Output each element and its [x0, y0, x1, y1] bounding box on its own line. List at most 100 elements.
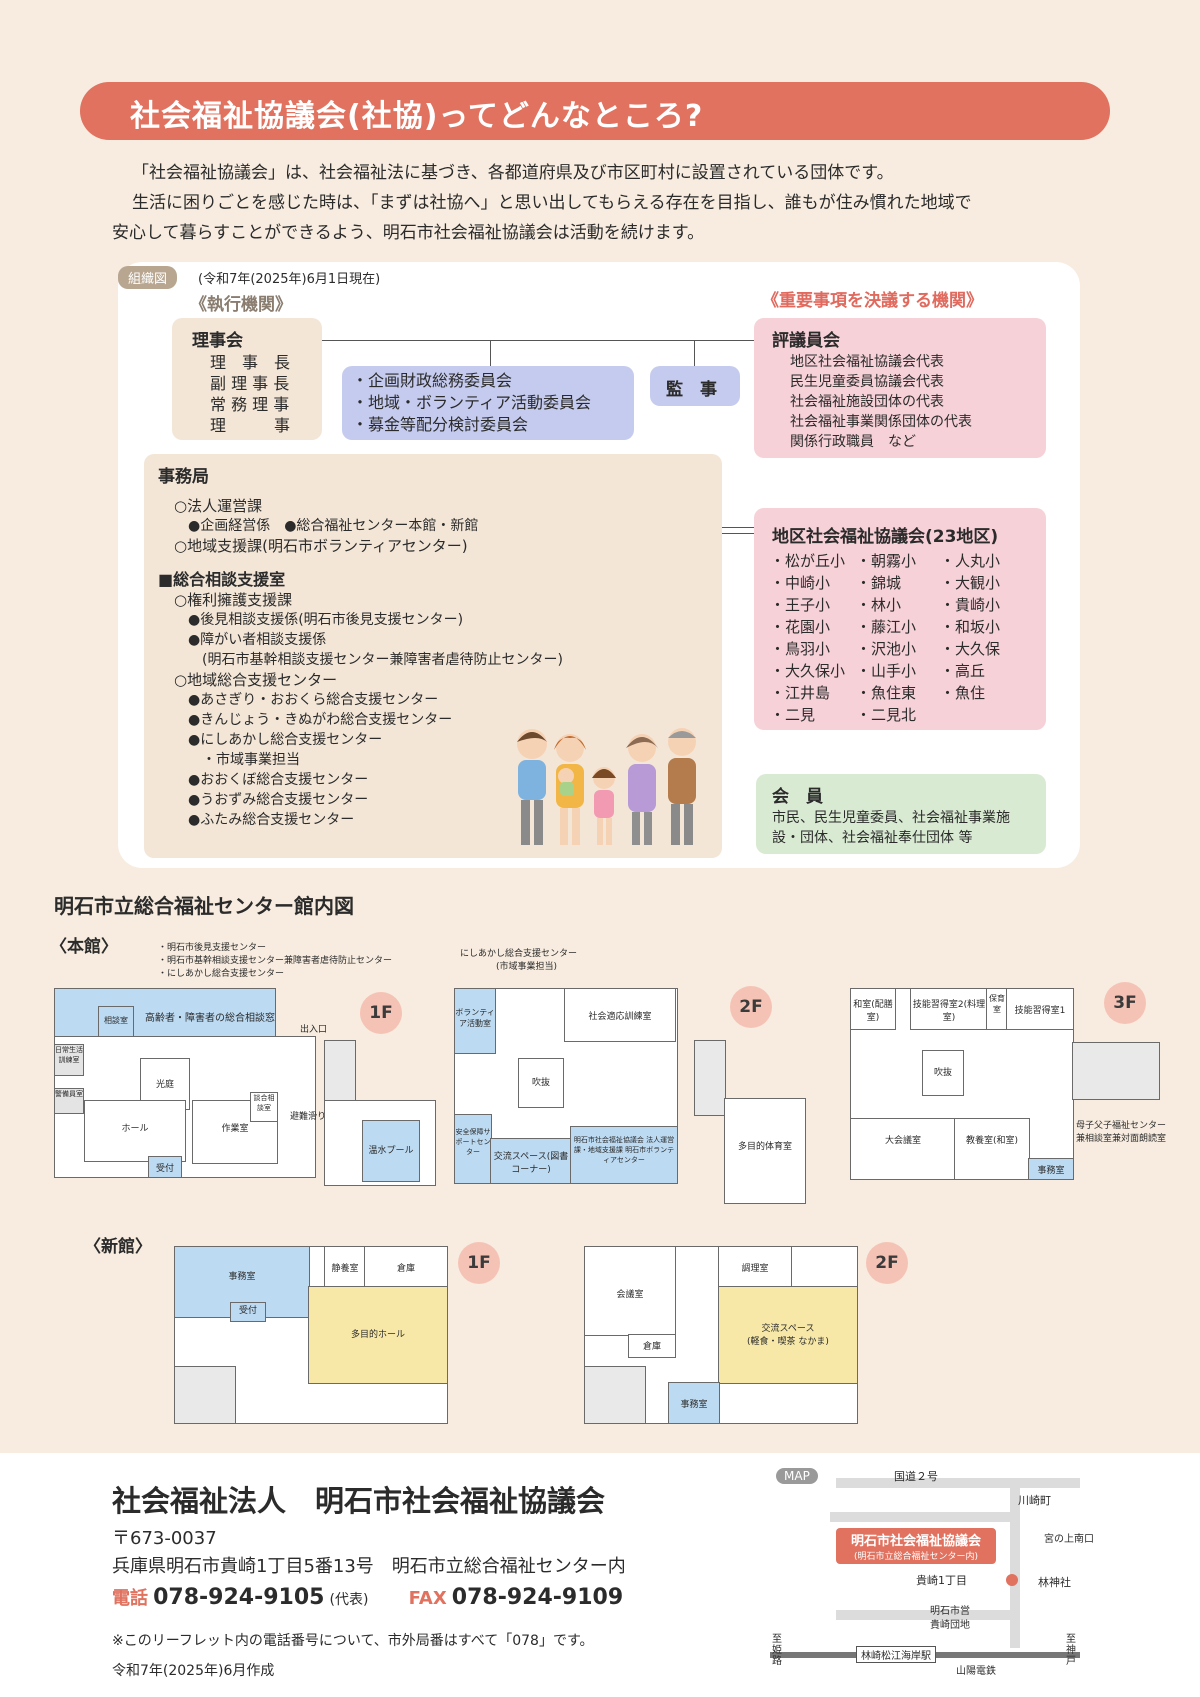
floor-badge-n2f: 2F	[866, 1242, 908, 1284]
floor-note: ・明石市基幹相談支援センター兼障害者虐待防止センター	[158, 956, 393, 966]
room-atrium-3f: 吹抜	[922, 1050, 964, 1096]
council-member: 社会福祉施設団体の代表	[790, 394, 944, 410]
person-grandmother	[626, 734, 658, 845]
floor2-notes: にしあかし総合支援センター (市域事業担当)	[460, 948, 577, 974]
destination-name: 明石市社会福祉協議会	[850, 1534, 981, 1549]
room-reception: 受付	[148, 1156, 182, 1178]
destination-marker: 明石市社会福祉協議会 (明石市立総合福祉センター内)	[836, 1528, 996, 1564]
floor-badge-2f: 2F	[730, 986, 772, 1028]
district-item: ・朝霧小	[856, 552, 917, 570]
tel-number[interactable]: 078-924-9105	[153, 1585, 325, 1610]
room-label: 倉庫	[396, 1264, 415, 1274]
person-father	[517, 729, 547, 845]
room-label: 高齢者・障害者の総合相談窓口	[145, 1013, 276, 1024]
honkan-label: 〈本館〉	[50, 937, 118, 957]
office-line: ●ふたみ総合支援センター	[174, 812, 355, 828]
room-label: 多目的ホール	[350, 1330, 405, 1340]
entrance-label: 出入口	[300, 1025, 328, 1035]
shinkan-label: 〈新館〉	[84, 1237, 152, 1257]
room-label: 受付	[155, 1164, 174, 1174]
room-label: 技能習得室1	[1014, 1006, 1066, 1016]
fax-number: 078-924-9109	[451, 1585, 624, 1610]
room-label: ボランティア活動室	[455, 1008, 495, 1028]
office-line: ・市域事業担当	[174, 752, 300, 768]
room-reception-n1f: 受付	[230, 1302, 266, 1322]
danchi-label: 明石市営	[930, 1606, 970, 1617]
members-text: 市民、民生児童委員、社会福祉事業施 設・団体、社会福祉奉仕団体 等	[772, 808, 1010, 848]
district-item: ・二見	[770, 706, 816, 724]
district-item: ・王子小	[770, 596, 831, 614]
members-box: 会 員 市民、民生児童委員、社会福祉事業施 設・団体、社会福祉奉仕団体 等	[756, 774, 1046, 854]
district-col-2: ・朝霧小 ・錦城 ・林小 ・藤江小 ・沢池小 ・山手小 ・魚住東 ・二見北	[856, 550, 916, 726]
connector-line	[722, 533, 754, 534]
room-label: 教養室(和室)	[965, 1136, 1019, 1146]
council-member: 民生児童委員協議会代表	[790, 374, 944, 390]
district-item: ・林小	[856, 596, 902, 614]
footer-org-name: 社会福祉法人 明石市社会福祉協議会	[112, 1484, 606, 1518]
board-member: 理 事	[210, 416, 291, 435]
room-life-training: 日常生活訓練室	[54, 1044, 84, 1076]
council-member: 社会福祉事業関係団体の代表	[790, 414, 972, 430]
kobe-label: 至神戸	[1066, 1634, 1076, 1667]
room-label: 吹抜	[531, 1078, 550, 1088]
room-office-n2f: 事務室	[668, 1382, 720, 1424]
room-label: 受付	[238, 1306, 257, 1316]
room-label: 温水プール	[368, 1146, 414, 1156]
office-list: ○法人運営課 ●企画経営係 ●総合福祉センター本館・新館 ○地域支援課(明石市ボ…	[158, 496, 563, 830]
room-meeting-3f: 大会議室	[850, 1118, 956, 1180]
intro-line-2: 生活に困りごとを感じた時は、「まずは社協へ」と思い出してもらえる存在を目指し、誰…	[132, 193, 972, 213]
district-item: ・和坂小	[940, 618, 1001, 636]
room-label: 社会適応訓練室	[588, 1012, 652, 1022]
floor-badge-1f: 1F	[360, 992, 402, 1034]
room-office-n1f: 事務室	[174, 1246, 310, 1318]
room-office-3f: 事務室	[1028, 1158, 1074, 1180]
tel-label: 電話	[112, 1588, 148, 1609]
district-item: ・中崎小	[770, 574, 831, 592]
office-line: ○法人運営課	[174, 497, 263, 515]
office-line: ●後見相談支援係(明石市後見支援センター)	[174, 612, 464, 628]
floor3-note: 母子父子福祉センター 兼相談室兼対面朗読室	[1076, 1120, 1166, 1146]
room-label: 事務室	[228, 1272, 256, 1282]
location-pin-icon	[1006, 1574, 1018, 1586]
district-title: 地区社会福祉協議会(23地区)	[772, 527, 999, 547]
room-label: 相談室	[104, 1016, 128, 1025]
council-member: 関係行政職員 など	[790, 434, 916, 450]
escape-slide-label: 避難滑り台	[290, 1112, 336, 1122]
room-skill2: 技能習得室2(料理室)	[910, 988, 988, 1030]
room-volunteer: ボランティア活動室	[454, 988, 496, 1054]
room-consult: 相談室	[98, 1006, 134, 1038]
board-members: 理 事 長 副 理 事 長 常 務 理 事 理 事	[210, 352, 290, 436]
office-line: ●うおずみ総合支援センター	[174, 792, 369, 808]
room-social-training: 社会適応訓練室	[564, 988, 676, 1042]
room-label: 大会議室	[884, 1136, 921, 1146]
room-culture: 教養室(和室)	[954, 1118, 1030, 1180]
board-box: 理事会 理 事 長 副 理 事 長 常 務 理 事 理 事	[172, 318, 322, 440]
danchi-label: 貴崎団地	[930, 1620, 970, 1631]
district-item: ・人丸小	[940, 552, 1001, 570]
room-label: 会議室	[616, 1290, 644, 1300]
intro-text: 「社会福祉協議会」は、社会福祉法に基づき、各都道府県及び市区町村に設置されている…	[112, 158, 1102, 248]
committee-item: ・募金等配分検討委員会	[352, 415, 529, 434]
room-label: 技能習得室2(料理室)	[912, 1000, 986, 1023]
org-chart-tag: 組織図	[118, 266, 178, 289]
committee-list: ・企画財政総務委員会 ・地域・ボランティア活動委員会 ・募金等配分検討委員会	[352, 370, 591, 436]
room-label: 談合相談室	[253, 1094, 275, 1112]
room-label: 静養室	[331, 1264, 359, 1274]
members-title: 会 員	[772, 787, 823, 807]
office-line: ●あさぎり・おおくら総合支援センター	[174, 692, 439, 708]
committee-item: ・地域・ボランティア活動委員会	[352, 393, 592, 412]
office-line: ●きんじょう・きぬがわ総合支援センター	[174, 712, 453, 728]
district-item: ・錦城	[856, 574, 902, 592]
room-pool: 温水プール	[362, 1120, 420, 1182]
road-lower	[836, 1610, 1016, 1620]
sanyo-label: 山陽電鉄	[956, 1666, 996, 1677]
office-line: (明石市基幹相談支援センター兼障害者虐待防止センター)	[174, 652, 563, 668]
room-3f-stair	[1072, 1042, 1160, 1100]
connector-line	[694, 340, 695, 366]
room-label: 吹抜	[933, 1068, 952, 1078]
map-tag: MAP	[776, 1468, 818, 1484]
floor-note: 母子父子福祉センター	[1076, 1121, 1167, 1131]
room-gym: 多目的体育室	[724, 1098, 806, 1204]
himeji-label: 至姫路	[772, 1634, 782, 1667]
connector-line	[722, 527, 754, 528]
